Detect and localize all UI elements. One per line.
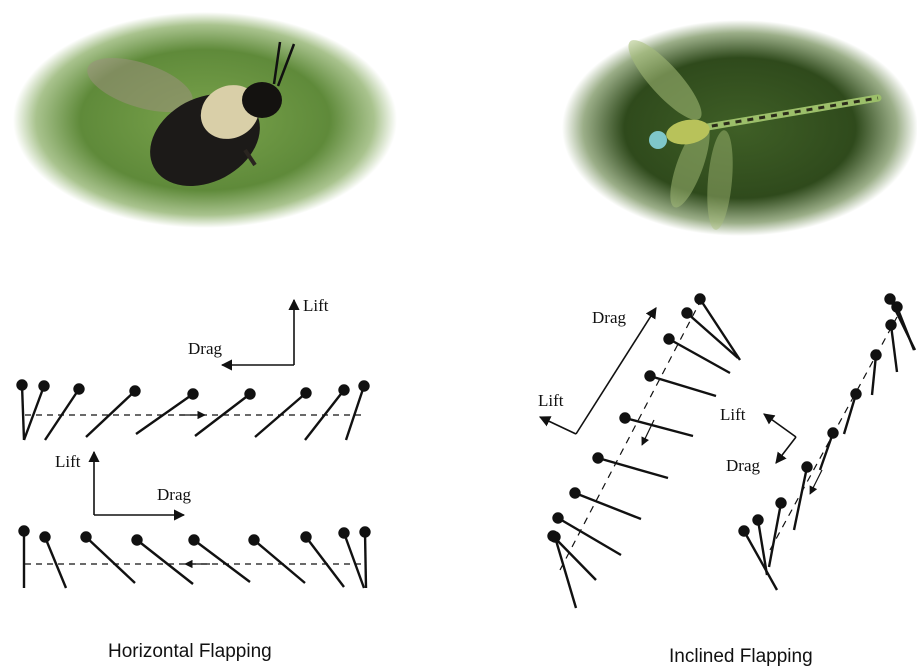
right-lift-label: Lift bbox=[720, 405, 746, 424]
right-drag-label: Drag bbox=[726, 456, 760, 475]
upper-lift-label: Lift bbox=[303, 296, 329, 315]
left-force-vectors: Drag Lift bbox=[538, 308, 656, 434]
lower-wing-sections bbox=[20, 527, 370, 589]
bee-photo bbox=[13, 12, 397, 228]
left-wing-sections bbox=[549, 295, 741, 609]
right-force-vectors: Lift Drag bbox=[720, 405, 796, 475]
lower-lift-label: Lift bbox=[55, 452, 81, 471]
left-drag-label: Drag bbox=[592, 308, 626, 327]
horizontal-flapping-caption: Horizontal Flapping bbox=[108, 641, 272, 663]
left-stroke-path bbox=[560, 302, 700, 570]
upper-drag-label: Drag bbox=[188, 339, 222, 358]
left-lift-label: Lift bbox=[538, 391, 564, 410]
dragonfly-photo bbox=[562, 20, 917, 236]
upper-wing-sections bbox=[18, 381, 369, 441]
lower-force-vectors: Lift Drag bbox=[55, 452, 191, 515]
inclined-flapping-diagram: Drag Lift Lift Drag bbox=[538, 295, 915, 609]
inclined-flapping-caption: Inclined Flapping bbox=[669, 646, 813, 668]
upper-force-vectors: Lift Drag bbox=[188, 296, 329, 365]
lower-drag-label: Drag bbox=[157, 485, 191, 504]
horizontal-flapping-diagram: Lift Drag Lift Drag bbox=[18, 296, 370, 588]
right-wing-sections bbox=[740, 295, 916, 591]
